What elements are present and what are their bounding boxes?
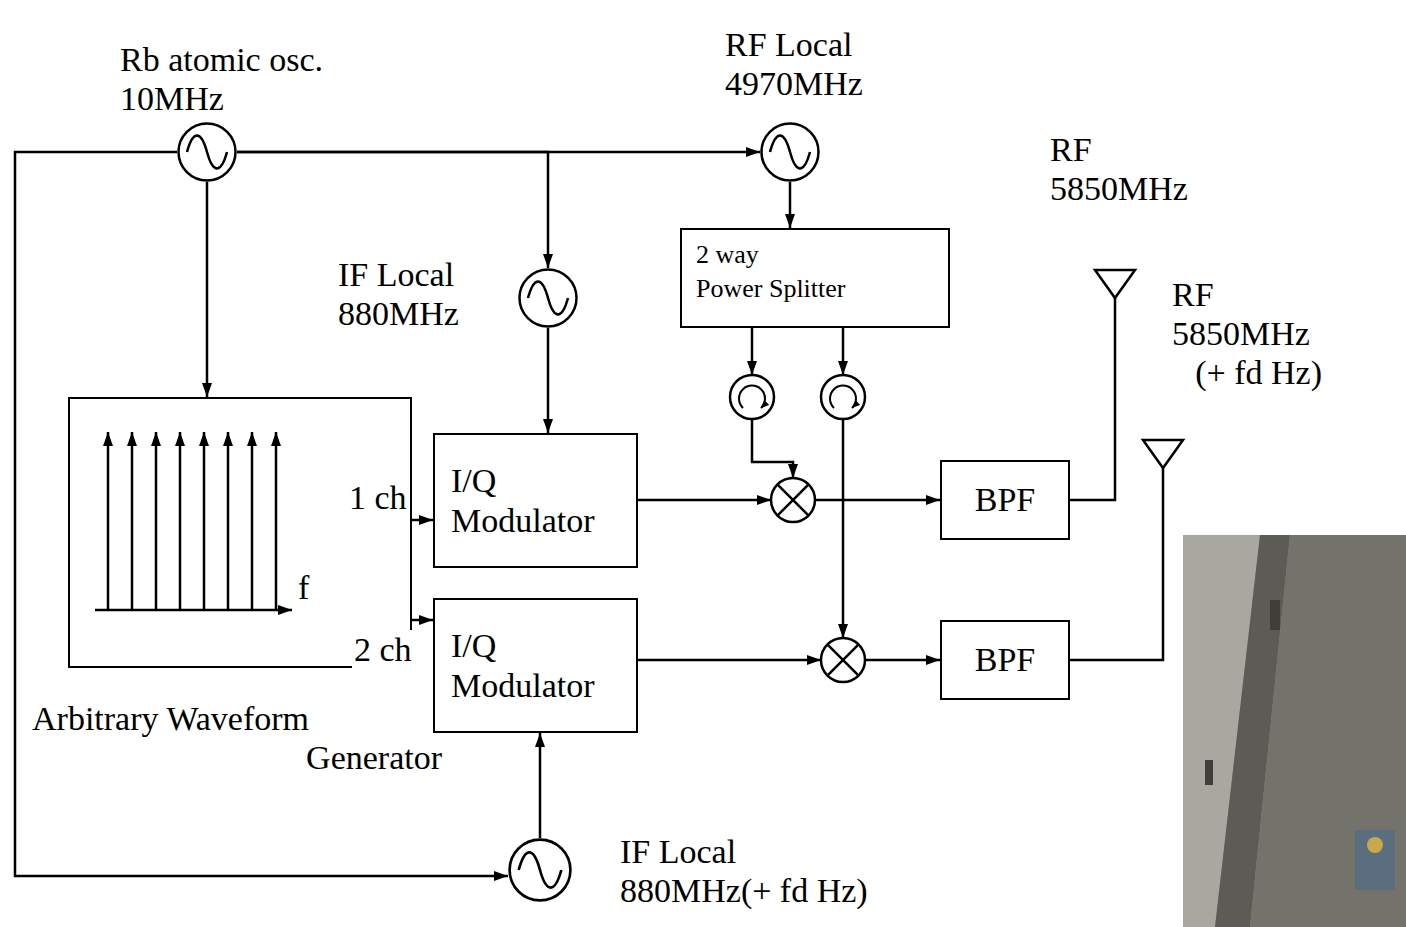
- signal-connector: [206, 182, 209, 397]
- circulator-symbol: [730, 375, 774, 419]
- splitter-output-wire: [842, 328, 845, 375]
- equipment-photo: [1183, 535, 1406, 927]
- node-label: I/Q Modulator: [451, 626, 611, 704]
- circulator-symbol: [821, 375, 865, 419]
- node-label: BPF: [975, 640, 1036, 679]
- wrap-spacer: [806, 238, 856, 239]
- node-label: RF Local 4970MHz: [725, 25, 875, 103]
- signal-label: RF 5850MHz: [1050, 130, 1200, 208]
- filter-box: BPF: [940, 460, 1070, 540]
- oscillator-circle: IF Local 880MHz(+ fd Hz): [508, 838, 572, 902]
- signal-connector: [412, 619, 433, 622]
- node-label: BPF: [975, 480, 1036, 519]
- modulator-box: I/Q Modulator: [433, 433, 638, 568]
- mixer-symbol: [757, 478, 815, 522]
- oscillator-symbol: [760, 122, 820, 182]
- axis-label: f: [298, 568, 309, 607]
- node-label: 2 way Power Splitter: [696, 238, 856, 306]
- antenna-symbol: [1095, 270, 1135, 298]
- signal-label: RF 5850MHz (+ fd Hz): [1172, 275, 1322, 392]
- channel-label: 2 ch: [352, 630, 414, 669]
- signal-connector: [789, 182, 792, 228]
- splitter-box: 2 way Power Splitter: [680, 228, 950, 328]
- antenna-feed: [1070, 297, 1115, 500]
- antenna-symbol: [1143, 440, 1183, 468]
- antenna-feed: [1070, 467, 1163, 660]
- oscillator-symbol: [177, 122, 237, 182]
- signal-connector: [412, 519, 433, 522]
- local-wire: [842, 419, 845, 638]
- signal-connector: [539, 733, 542, 838]
- signal-connector: [237, 152, 548, 268]
- node-label: IF Local 880MHz: [338, 255, 478, 333]
- filter-box: BPF: [940, 620, 1070, 700]
- local-wire: [752, 419, 793, 478]
- oscillator-circle: RF Local 4970MHz: [760, 122, 820, 182]
- node-label: Arbitrary Waveform Generator: [32, 699, 442, 777]
- splitter-output-wire: [751, 328, 754, 375]
- channel-label: 1 ch: [347, 478, 409, 517]
- node-label: IF Local 880MHz(+ fd Hz): [620, 832, 880, 910]
- signal-connector: [638, 659, 940, 662]
- mixer-symbol: [807, 638, 865, 682]
- spectrum-comb: [95, 432, 292, 610]
- modulator-box: I/Q Modulator: [433, 598, 638, 733]
- generator-box: Arbitrary Waveform Generator: [68, 397, 412, 668]
- signal-connector: [547, 328, 550, 433]
- node-label: Rb atomic osc. 10MHz: [120, 40, 350, 118]
- oscillator-circle: IF Local 880MHz: [518, 268, 578, 328]
- oscillator-circle: Rb atomic osc. 10MHz: [177, 122, 237, 182]
- oscillator-symbol: [508, 838, 572, 902]
- oscillator-symbol: [518, 268, 578, 328]
- node-label: I/Q Modulator: [451, 461, 611, 539]
